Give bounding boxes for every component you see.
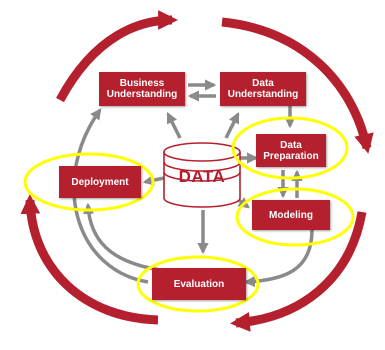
data-understanding-box: Data Understanding bbox=[220, 72, 306, 106]
highlight-modeling bbox=[235, 187, 355, 247]
data-understanding-line1: Data bbox=[252, 78, 274, 89]
evaluation-box: Evaluation bbox=[152, 268, 246, 300]
modeling-box: Modeling bbox=[252, 200, 330, 230]
data-preparation-line2: Preparation bbox=[263, 150, 319, 162]
arrow-evaluation-to-business bbox=[72, 108, 149, 284]
deployment-label: Deployment bbox=[71, 176, 129, 188]
highlight-data-preparation bbox=[231, 116, 349, 180]
evaluation-label: Evaluation bbox=[173, 278, 225, 290]
highlight-evaluation bbox=[136, 255, 260, 313]
arrow-data-to-understanding bbox=[224, 111, 240, 139]
data-understanding-line2: Understanding bbox=[227, 89, 299, 100]
cycle-arrow-bottom-left bbox=[20, 194, 159, 325]
deployment-box: Deployment bbox=[59, 166, 141, 198]
cycle-arrow-bottom-right bbox=[230, 211, 367, 332]
business-understanding-box: Business Understanding bbox=[99, 72, 185, 106]
arrow-evaluation-to-deployment bbox=[82, 202, 161, 272]
outer-cycle-arrows bbox=[20, 10, 374, 332]
highlight-ellipses bbox=[23, 116, 355, 313]
highlight-deployment bbox=[23, 152, 155, 212]
arrow-data-to-deployment bbox=[142, 174, 165, 186]
cycle-arrow-top-left bbox=[56, 10, 178, 103]
cycle-arrow-top-right bbox=[221, 17, 374, 154]
modeling-label: Modeling bbox=[269, 209, 313, 221]
data-cylinder bbox=[163, 142, 241, 208]
business-understanding-line2: Understanding bbox=[106, 89, 178, 100]
arrow-data-to-business bbox=[166, 111, 182, 139]
data-preparation-line1: Data bbox=[280, 139, 302, 151]
data-preparation-box: Data Preparation bbox=[256, 134, 326, 167]
data-label: DATA bbox=[178, 167, 226, 186]
business-understanding-line1: Business bbox=[119, 78, 165, 89]
